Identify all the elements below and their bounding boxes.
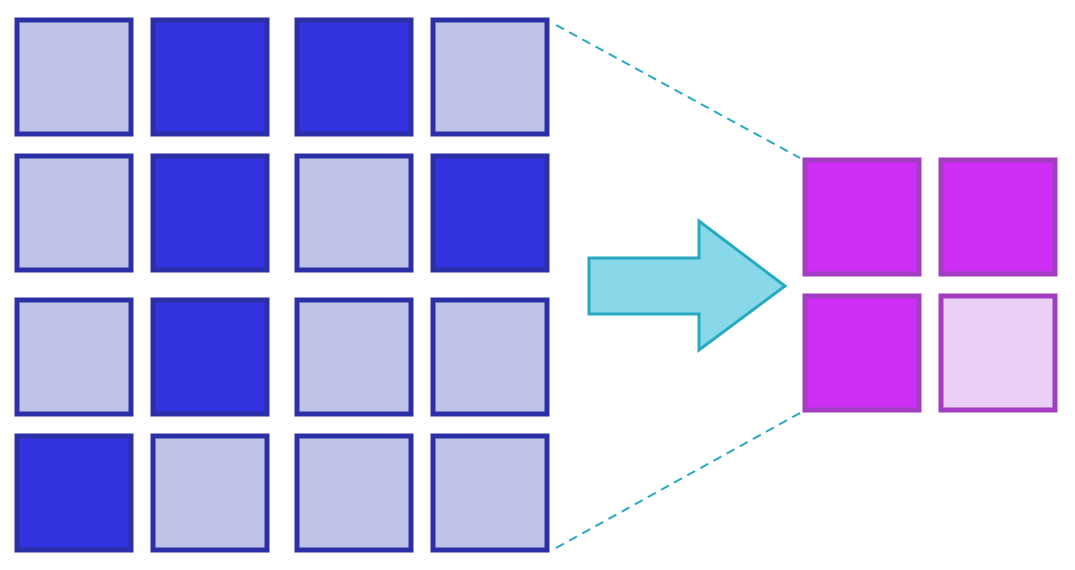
input-cell-r3-c2-on [150, 297, 270, 417]
input-cell-r2-c4-on [430, 153, 550, 273]
input-cell-r4-c4-off [430, 433, 550, 553]
output-cell-r1-c1-on [802, 157, 922, 277]
input-cell-r1-c4-off [430, 17, 550, 137]
input-cell-r2-c3-off [294, 153, 414, 273]
input-cell-r2-c1-off [14, 153, 134, 273]
output-cell-r2-c1-on [802, 293, 922, 413]
input-cell-r3-c4-off [430, 297, 550, 417]
input-cell-r3-c1-off [14, 297, 134, 417]
connector-lines [555, 24, 801, 549]
connector-line-bottom [555, 412, 801, 549]
output-cell-r1-c2-on [938, 157, 1058, 277]
output-grid [802, 157, 1058, 413]
input-cell-r3-c3-off [294, 297, 414, 417]
right-arrow-icon [587, 217, 788, 353]
input-cell-r4-c2-off [150, 433, 270, 553]
connector-line-top [555, 24, 801, 159]
input-cell-r2-c2-on [150, 153, 270, 273]
input-cell-r4-c1-on [14, 433, 134, 553]
input-grid [14, 17, 550, 553]
input-cell-r4-c3-off [294, 433, 414, 553]
input-cell-r1-c3-on [294, 17, 414, 137]
input-cell-r1-c2-on [150, 17, 270, 137]
output-cell-r2-c2-off [938, 293, 1058, 413]
input-cell-r1-c1-off [14, 17, 134, 137]
